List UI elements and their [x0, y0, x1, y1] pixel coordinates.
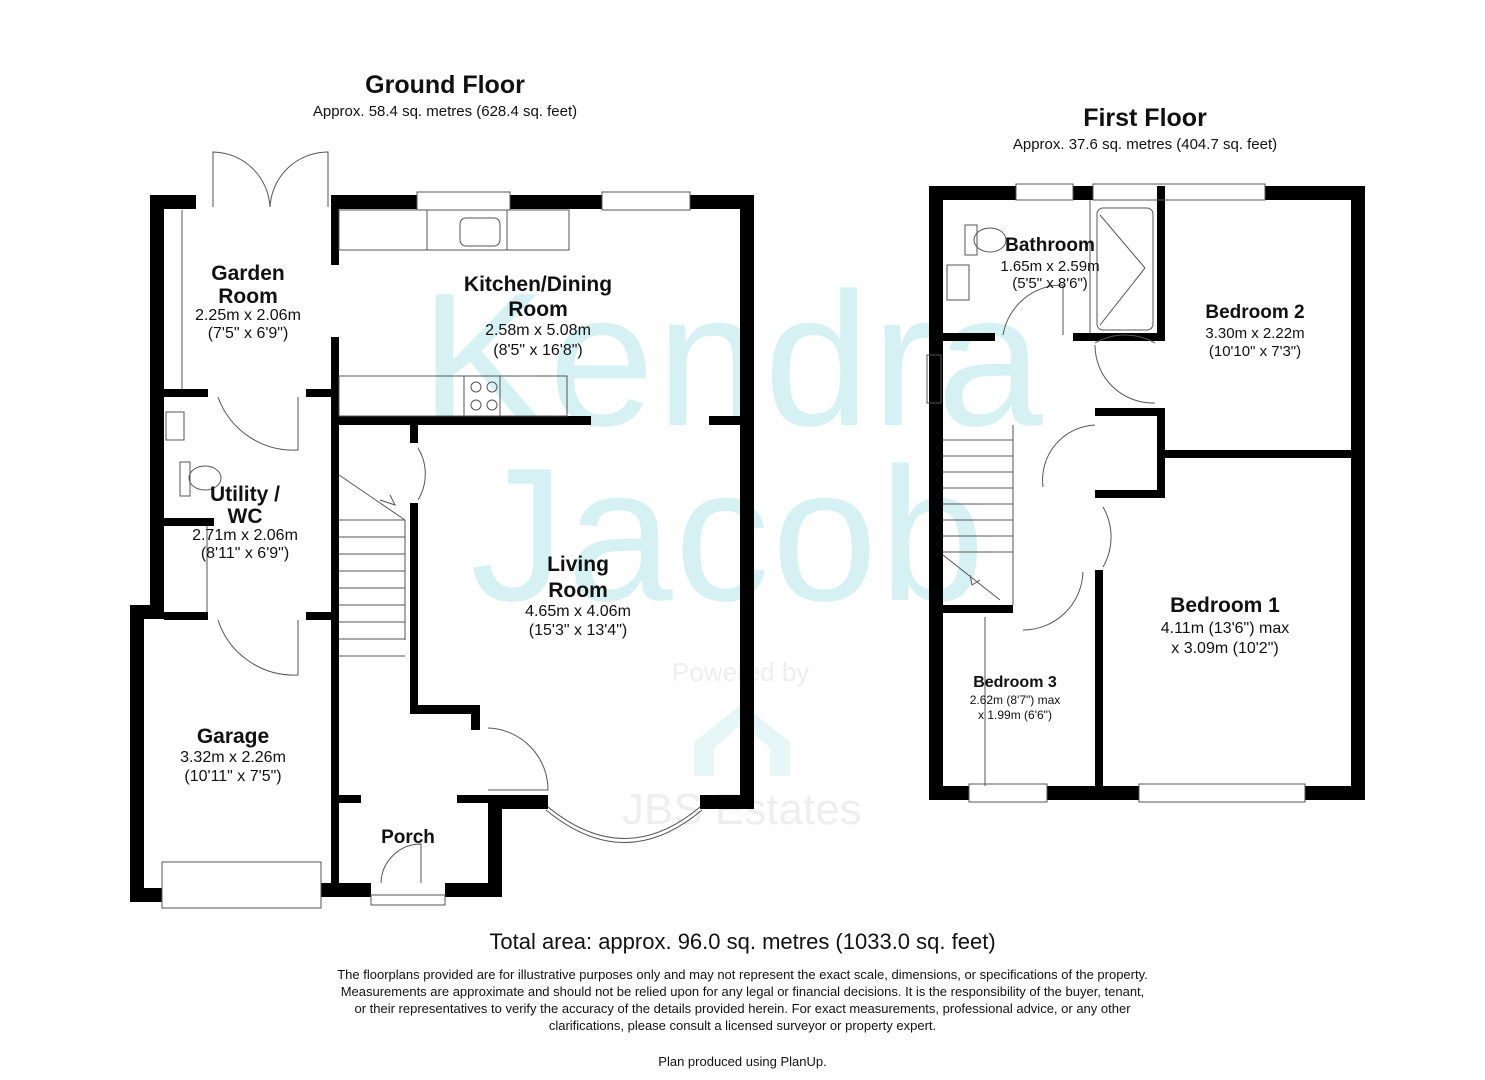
ground-floor-area: Approx. 58.4 sq. metres (628.4 sq. feet): [312, 103, 578, 120]
disclaimer: The floorplans provided are for illustra…: [0, 966, 1485, 1034]
ground-floor-title: Ground Floor: [365, 71, 525, 99]
disclaimer-line: Measurements are approximate and should …: [340, 984, 1145, 999]
produced-by: Plan produced using PlanUp.: [658, 1054, 827, 1069]
watermark-jacob: Jacob: [470, 429, 988, 641]
disclaimer-line: The floorplans provided are for illustra…: [337, 967, 1148, 982]
disclaimer-line: clarifications, please consult a license…: [548, 1018, 937, 1033]
first-floor-area: Approx. 37.6 sq. metres (404.7 sq. feet): [1012, 136, 1278, 153]
total-area: Total area: approx. 96.0 sq. metres (103…: [489, 929, 996, 954]
first-floor-title: First Floor: [1083, 104, 1207, 132]
disclaimer-line: or their representatives to verify the a…: [354, 1001, 1131, 1016]
